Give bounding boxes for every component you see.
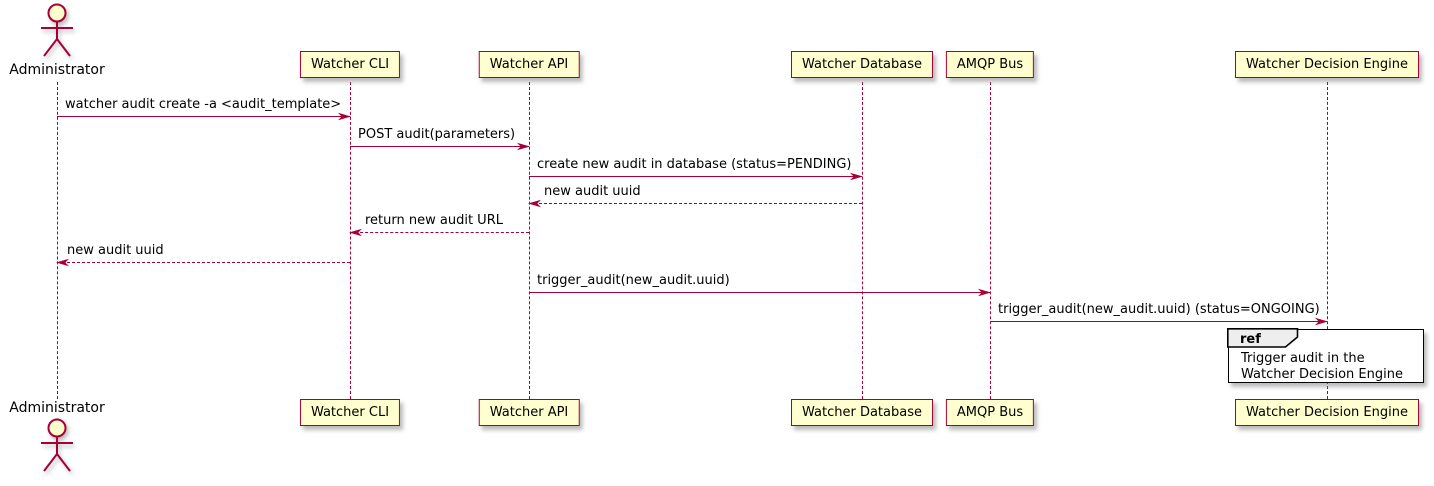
message-new-audit-uuid-to-admin: new audit uuid bbox=[56, 243, 350, 267]
message-label: trigger_audit(new_audit.uuid) (status=ON… bbox=[998, 302, 1320, 317]
message-label: create new audit in database (status=PEN… bbox=[537, 157, 852, 172]
ref-fragment: ref Trigger audit in the Watcher Decisio… bbox=[1227, 328, 1424, 383]
lifeline-amqp-bus bbox=[990, 82, 991, 399]
message-post-audit: POST audit(parameters) bbox=[350, 127, 530, 151]
ref-keyword: ref bbox=[1240, 332, 1261, 347]
actor-icon bbox=[41, 418, 73, 472]
ref-header-shape bbox=[1227, 328, 1299, 349]
lifeline-administrator bbox=[57, 82, 58, 399]
ref-text-line: Trigger audit in the bbox=[1241, 351, 1365, 366]
message-return-new-audit-url: return new audit URL bbox=[349, 213, 529, 237]
participant-top-watcher-decision-engine: Watcher Decision Engine bbox=[1235, 51, 1419, 78]
actor-icon bbox=[41, 3, 73, 57]
message-label: trigger_audit(new_audit.uuid) bbox=[537, 273, 730, 288]
arrowhead-icon bbox=[338, 112, 351, 121]
participant-top-amqp-bus: AMQP Bus bbox=[945, 51, 1035, 78]
participant-top-watcher-database: Watcher Database bbox=[791, 51, 933, 78]
participant-bottom-watcher-cli: Watcher CLI bbox=[299, 399, 401, 426]
arrowhead-icon bbox=[978, 288, 991, 297]
message-label: new audit uuid bbox=[67, 243, 164, 258]
message-audit-create-command: watcher audit create -a <audit_template> bbox=[57, 97, 351, 121]
arrowhead-icon bbox=[349, 228, 362, 237]
message-label: POST audit(parameters) bbox=[358, 127, 516, 142]
lifeline-watcher-decision-engine bbox=[1327, 82, 1328, 399]
message-label: watcher audit create -a <audit_template> bbox=[65, 97, 342, 112]
message-trigger-audit: trigger_audit(new_audit.uuid) bbox=[529, 273, 991, 297]
participant-bottom-watcher-database: Watcher Database bbox=[791, 399, 933, 426]
participant-bottom-amqp-bus: AMQP Bus bbox=[945, 399, 1035, 426]
participant-bottom-watcher-api: Watcher API bbox=[478, 399, 580, 426]
message-trigger-audit-ongoing: trigger_audit(new_audit.uuid) (status=ON… bbox=[990, 302, 1328, 326]
ref-text-line: Watcher Decision Engine bbox=[1241, 367, 1403, 382]
message-create-new-audit: create new audit in database (status=PEN… bbox=[529, 157, 863, 181]
ref-text: Trigger audit in the Watcher Decision En… bbox=[1241, 351, 1403, 383]
arrowhead-icon bbox=[528, 199, 541, 208]
participant-top-watcher-api: Watcher API bbox=[478, 51, 580, 78]
arrowhead-icon bbox=[56, 258, 69, 267]
arrowhead-icon bbox=[1315, 317, 1328, 326]
arrowhead-icon bbox=[517, 142, 530, 151]
actor-label-bottom: Administrator bbox=[9, 400, 105, 416]
lifeline-watcher-cli bbox=[350, 82, 351, 399]
actor-label-top: Administrator bbox=[9, 62, 105, 78]
lifeline-watcher-database bbox=[862, 82, 863, 399]
message-label: return new audit URL bbox=[365, 213, 503, 228]
participant-bottom-watcher-decision-engine: Watcher Decision Engine bbox=[1235, 399, 1419, 426]
message-label: new audit uuid bbox=[544, 184, 641, 199]
participant-top-watcher-cli: Watcher CLI bbox=[299, 51, 401, 78]
message-new-audit-uuid-return: new audit uuid bbox=[528, 184, 862, 208]
lifeline-watcher-api bbox=[529, 82, 530, 399]
arrowhead-icon bbox=[850, 172, 863, 181]
